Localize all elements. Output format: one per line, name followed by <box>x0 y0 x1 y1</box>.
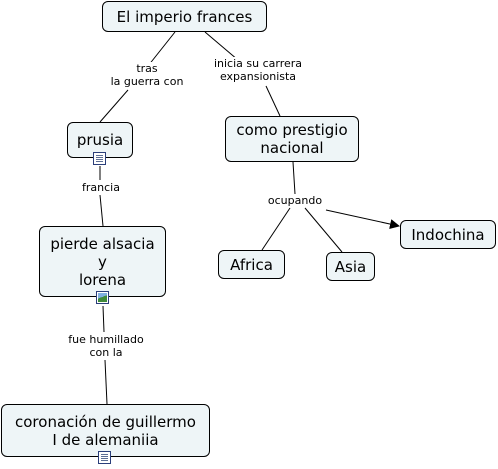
line-inicia-prestigio <box>265 85 281 117</box>
line-imperio-inicia <box>204 31 239 61</box>
node-el-imperio-frances[interactable]: El imperio frances <box>102 1 267 32</box>
link-label-inicia-su-carrera: inicia su carrera expansionista <box>207 57 309 83</box>
line-humillado-coronacion <box>104 359 108 405</box>
line-francia-alsacia <box>99 194 104 227</box>
link-label-tras-la-guerra-con: tras la guerra con <box>104 62 190 88</box>
node-coronacion-de-guillermo[interactable]: coronación de guillermo I de alemaniia <box>1 404 210 457</box>
line-imperio-tras <box>147 31 176 67</box>
link-label-ocupando: ocupando <box>264 194 326 207</box>
line-alsacia-humillado <box>102 305 105 333</box>
link-label-francia: francia <box>78 181 124 194</box>
line-tras-prusia <box>99 89 129 123</box>
line-ocupando-indochina <box>325 209 400 229</box>
node-asia[interactable]: Asia <box>326 252 375 281</box>
node-indochina[interactable]: Indochina <box>400 220 496 249</box>
line-prestigio-ocupando <box>292 161 296 195</box>
image-icon[interactable] <box>96 291 109 304</box>
line-ocupando-asia <box>304 207 343 253</box>
node-pierde-alsacia-y-lorena[interactable]: pierde alsacia y lorena <box>39 226 166 297</box>
line-ocupando-africa <box>261 207 291 251</box>
document-icon[interactable] <box>93 152 106 165</box>
node-africa[interactable]: Africa <box>218 250 285 279</box>
document-icon[interactable] <box>98 451 111 464</box>
link-label-fue-humillado-con-la: fue humillado con la <box>62 333 150 359</box>
node-como-prestigio-nacional[interactable]: como prestigio nacional <box>225 116 359 162</box>
